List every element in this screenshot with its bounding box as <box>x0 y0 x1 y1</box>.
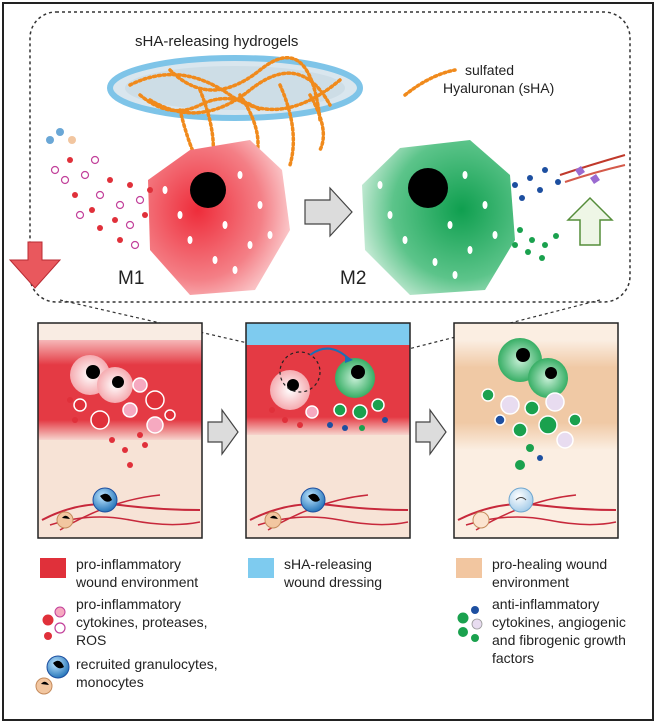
legend-growth-line3: and fibrogenic growth <box>492 632 626 648</box>
m2-nucleus <box>408 168 448 208</box>
m2-label: M2 <box>340 268 366 289</box>
panel-dressing <box>246 323 410 538</box>
decrease-arrow-icon <box>8 241 62 289</box>
legend-granulocytes-line1: recruited granulocytes, <box>76 656 218 672</box>
legend-cytokines-line2: cytokines, proteases, <box>76 614 208 630</box>
legend-growth-line1: anti-inflammatory <box>492 596 599 612</box>
legend-swatch-dressing <box>248 558 274 578</box>
legend-healing-line1: pro-healing wound <box>492 556 607 572</box>
legend-swatch-healing <box>456 558 482 578</box>
legend-growth-factors-icon <box>456 606 483 642</box>
panel-healing <box>454 323 618 538</box>
sha-legend-icon <box>403 68 457 97</box>
legend-dressing-line2: wound dressing <box>283 574 382 590</box>
legend: pro-inflammatory wound environment sHA-r… <box>35 556 626 695</box>
m1-nucleus <box>190 172 226 208</box>
hydrogel-label: sHA-releasing hydrogels <box>135 33 298 50</box>
increase-arrow-icon <box>566 196 614 246</box>
legend-granulocytes-icon <box>35 655 70 695</box>
sha-legend-line2: Hyaluronan (sHA) <box>443 80 554 96</box>
legend-growth-line4: factors <box>492 650 534 666</box>
sha-legend: sulfated Hyaluronan (sHA) <box>403 62 554 97</box>
legend-swatch-inflammatory <box>40 558 66 578</box>
legend-dressing-line1: sHA-releasing <box>284 556 372 572</box>
arrow-panel1-to-panel2-icon <box>207 408 239 456</box>
legend-cytokines-icon <box>41 606 66 640</box>
legend-healing-line2: environment <box>492 574 569 590</box>
panel-inflammatory <box>38 323 202 538</box>
legend-granulocytes-line2: monocytes <box>76 674 144 690</box>
panel-dressing-border <box>245 322 411 539</box>
legend-cytokines-line1: pro-inflammatory <box>76 596 181 612</box>
panel-healing-border <box>453 322 619 539</box>
zoom-circle <box>279 351 321 393</box>
arrow-panel2-to-panel3-icon <box>415 408 447 456</box>
m1-label: M1 <box>118 268 144 289</box>
top-panel-border <box>29 11 631 303</box>
sha-legend-line1: sulfated <box>465 62 514 78</box>
legend-cytokines-line3: ROS <box>76 632 106 648</box>
legend-growth-line2: cytokines, angiogenic <box>492 614 626 630</box>
m2-factors <box>512 154 626 261</box>
legend-inflammatory-line2: wound environment <box>75 574 198 590</box>
m1-cytokines <box>46 128 153 250</box>
hydrogel-disk <box>107 55 363 121</box>
m1-macrophage <box>148 140 290 295</box>
m2-macrophage <box>362 140 515 295</box>
transition-arrow-icon <box>304 186 353 238</box>
legend-inflammatory-line1: pro-inflammatory <box>76 556 181 572</box>
panel-inflammatory-border <box>37 322 203 539</box>
